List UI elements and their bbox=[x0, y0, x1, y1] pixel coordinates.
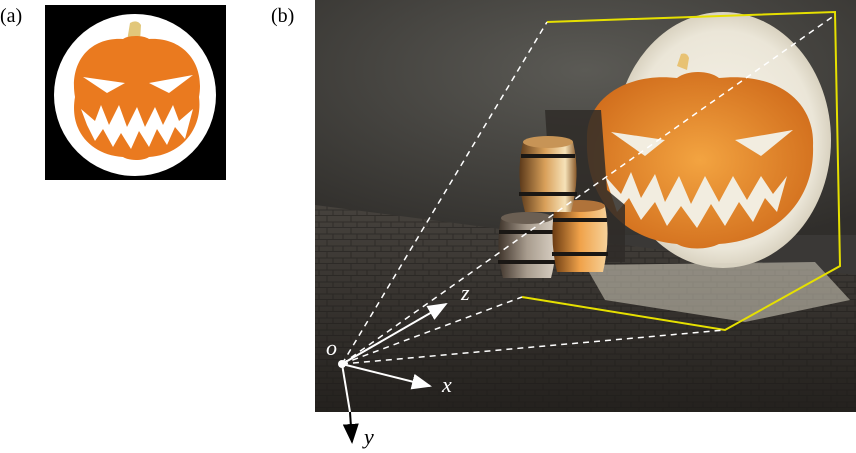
x-axis-arrow bbox=[341, 363, 432, 390]
x-axis-label: x bbox=[441, 372, 452, 397]
scene-render bbox=[315, 0, 856, 412]
projection-rays bbox=[341, 14, 836, 365]
pumpkin-texture-image bbox=[54, 14, 216, 176]
rendered-scene-panel bbox=[315, 0, 856, 412]
pumpkin-texture-panel bbox=[45, 5, 226, 180]
barrel-top bbox=[519, 136, 577, 212]
ray-bottom-left bbox=[341, 296, 523, 365]
y-axis-line-upper bbox=[341, 363, 351, 413]
origin-point bbox=[338, 360, 346, 368]
panel-label-b: (b) bbox=[271, 5, 295, 27]
projected-stem bbox=[677, 53, 689, 70]
panel-label-a: (a) bbox=[0, 5, 23, 27]
projected-right-eye bbox=[735, 130, 793, 156]
pumpkin-mouth bbox=[81, 105, 193, 149]
ray-top-right bbox=[341, 14, 836, 365]
y-axis-arrow bbox=[342, 411, 359, 444]
projection-frustum-outline bbox=[521, 10, 842, 332]
pumpkin-right-eye bbox=[149, 75, 193, 93]
origin-label: o bbox=[326, 335, 337, 360]
pumpkin-left-eye bbox=[83, 77, 125, 93]
barrel-bottom-left bbox=[498, 212, 556, 278]
projected-left-eye bbox=[611, 132, 665, 156]
floor-spotlight bbox=[585, 262, 850, 322]
ray-top-left bbox=[341, 21, 548, 365]
z-axis-label: z bbox=[460, 280, 470, 305]
projected-mouth bbox=[605, 172, 787, 228]
floor-tiles bbox=[315, 205, 856, 412]
z-axis-arrow bbox=[341, 303, 448, 365]
ray-bottom-right bbox=[341, 329, 726, 365]
y-axis-label: y bbox=[362, 424, 374, 449]
